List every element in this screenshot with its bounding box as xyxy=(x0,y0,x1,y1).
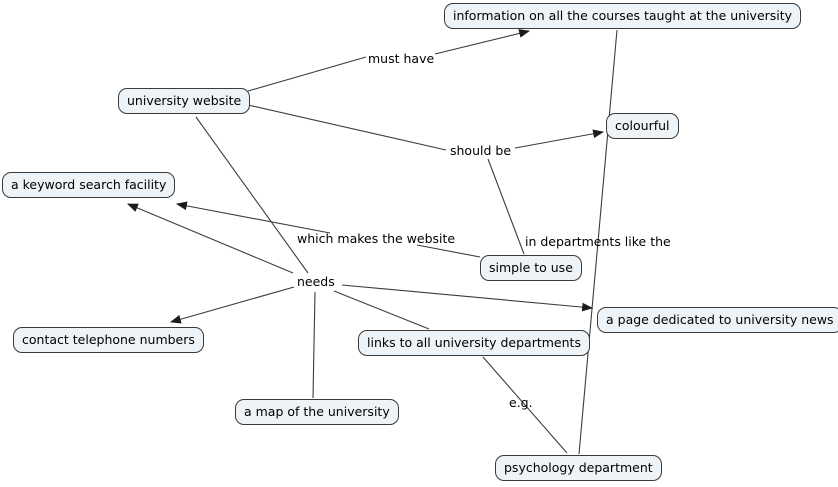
edge-should-be-simple-to-use xyxy=(487,158,525,255)
edge-needs-page-news xyxy=(341,284,594,312)
edge-university-website-should-be xyxy=(247,104,447,151)
edge-needs-contact-numbers xyxy=(169,286,295,324)
edge-needs-links-departments xyxy=(333,290,430,330)
edge-must-have-info-courses xyxy=(434,29,531,55)
link-label-should-be[interactable]: should be xyxy=(450,143,512,158)
edge-needs-map-university xyxy=(312,291,316,399)
link-label-in-departments[interactable]: in departments like the xyxy=(525,234,671,249)
node-map-university[interactable]: a map of the university xyxy=(235,399,399,425)
edge-simple-to-use-which-makes xyxy=(416,244,481,258)
node-university-website[interactable]: university website xyxy=(118,88,251,114)
link-label-must-have[interactable]: must have xyxy=(368,51,435,66)
edge-university-website-must-have xyxy=(247,56,367,92)
node-keyword-search[interactable]: a keyword search facility xyxy=(2,172,176,198)
link-label-needs[interactable]: needs xyxy=(297,274,335,289)
link-label-eg[interactable]: e.g. xyxy=(509,395,533,410)
link-label-which-makes[interactable]: which makes the website xyxy=(297,231,456,246)
node-psychology[interactable]: psychology department xyxy=(495,455,662,481)
node-links-departments[interactable]: links to all university departments xyxy=(358,330,590,356)
node-colourful[interactable]: colourful xyxy=(606,113,679,139)
node-info-courses[interactable]: information on all the courses taught at… xyxy=(444,3,802,29)
edge-info-courses-psychology xyxy=(578,29,618,455)
node-page-news[interactable]: a page dedicated to university news xyxy=(597,307,838,333)
node-contact-numbers[interactable]: contact telephone numbers xyxy=(13,327,204,353)
edge-which-makes-keyword-search xyxy=(175,201,331,234)
edge-needs-keyword-search xyxy=(126,203,294,274)
node-simple-to-use[interactable]: simple to use xyxy=(480,255,582,281)
edge-university-website-needs xyxy=(195,116,309,274)
edge-should-be-colourful xyxy=(514,129,605,149)
edge-links-psychology xyxy=(482,356,568,454)
